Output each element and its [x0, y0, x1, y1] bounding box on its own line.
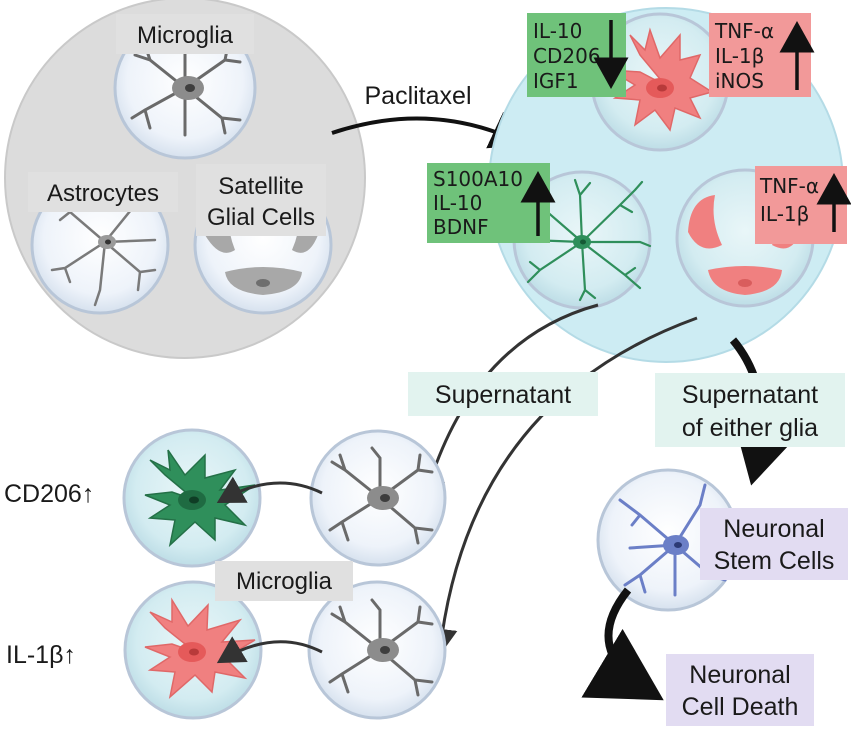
cell-death-arrow [581, 587, 664, 701]
neuronal-death-label-box [666, 654, 814, 726]
cd206-marker: CD206 [533, 44, 601, 68]
microglia-pro-inflammatory-box: TNF-α IL-1β iNOS [709, 13, 815, 97]
supernatant-label: Supernatant [435, 381, 571, 409]
treated-glia-group: IL-10 CD206 IGF1 TNF-α IL-1β iNOS S100A1… [427, 7, 851, 363]
s100a10-marker: S100A10 [433, 167, 523, 191]
il1b-marker: IL-1β [715, 44, 764, 68]
supernatant-either-label-box [655, 373, 845, 447]
sat-il1b-marker: IL-1β [760, 202, 809, 226]
supernatant-label-box [408, 372, 598, 416]
neuronal-stem-cell-group: Neuronal Stem Cells [596, 468, 848, 612]
neuronal-death-line2: Cell Death [682, 693, 799, 721]
astrocyte-marker-box: S100A10 IL-10 BDNF [427, 163, 556, 243]
cd206-microglia-dish [122, 428, 262, 568]
bottom-microglia-label: Microglia [236, 568, 333, 595]
neuronal-stem-line1: Neuronal [723, 515, 824, 543]
satellite-label-line2: Glial Cells [207, 204, 315, 231]
astrocytes-label-box [28, 172, 178, 212]
supernatant-arrow-2 [427, 316, 698, 656]
polarization-arrow-bottom [216, 636, 323, 664]
supernatant-either-line1: Supernatant [682, 381, 818, 409]
paclitaxel-label: Paclitaxel [365, 82, 472, 110]
inos-marker: iNOS [715, 69, 764, 93]
supernatant-arrow-1 [416, 303, 599, 504]
il10-marker: IL-10 [533, 19, 582, 43]
satellite-marker-box: TNF-α IL-1β [755, 166, 851, 244]
microglia-label: Microglia [137, 22, 234, 49]
naive-microglia-dish-top [309, 429, 447, 567]
naive-microglia-dish-bottom [307, 580, 447, 720]
neuronal-stem-label-box [700, 508, 848, 580]
satellite-label-box [196, 164, 326, 236]
supernatant-either-line2: of either glia [682, 414, 818, 442]
bdnf-marker: BDNF [433, 215, 489, 239]
microglia-anti-inflammatory-box: IL-10 CD206 IGF1 [527, 13, 629, 97]
igf1-marker: IGF1 [533, 69, 579, 93]
bottom-microglia-group: Microglia CD206↑ IL-1β↑ [4, 428, 447, 720]
polarization-arrow-top [216, 476, 323, 503]
neuronal-stem-line2: Stem Cells [714, 547, 835, 575]
cd206-up-label: CD206↑ [4, 480, 94, 508]
astro-il10-marker: IL-10 [433, 191, 482, 215]
sat-tnfa-marker: TNF-α [759, 174, 819, 198]
tnfa-marker: TNF-α [714, 19, 774, 43]
microglia-label-box [116, 14, 254, 54]
satellite-label-line1: Satellite [218, 173, 303, 200]
untreated-glia-group: Microglia Astrocytes Satel [4, 0, 366, 359]
astrocytes-label: Astrocytes [47, 180, 159, 207]
neuronal-death-line1: Neuronal [689, 661, 790, 689]
il1b-up-label: IL-1β↑ [6, 641, 76, 669]
bottom-microglia-label-box [215, 561, 353, 601]
